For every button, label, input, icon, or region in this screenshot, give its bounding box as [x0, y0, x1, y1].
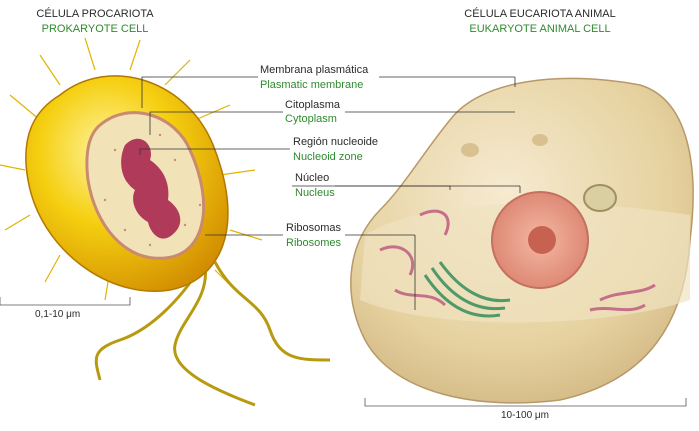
- label-cytoplasm-en: Cytoplasm: [285, 113, 337, 125]
- nucleolus: [528, 226, 556, 254]
- label-membrane-en: Plasmatic membrane: [260, 79, 364, 91]
- endoplasmic-reticulum: [379, 209, 656, 312]
- prokaryote-title: CÉLULA PROCARIOTA: [36, 8, 154, 20]
- scale-bars: [0, 297, 687, 407]
- flagella: [94, 261, 331, 407]
- prokaryote-scale: 0,1-10 μm: [35, 309, 81, 320]
- label-nucleus-es: Núcleo: [295, 172, 330, 184]
- prokaryote-subtitle: PROKARYOTE CELL: [41, 23, 149, 35]
- mitochondrion: [583, 184, 617, 212]
- eukaryote-title: CÉLULA EUCARIOTA ANIMAL: [464, 8, 616, 20]
- label-membrane-es: Membrana plasmática: [260, 64, 369, 76]
- label-nucleus-en: Nucleus: [295, 187, 335, 199]
- label-nucleoid-en: Nucleoid zone: [293, 151, 363, 163]
- eukaryote-subtitle: EUKARYOTE ANIMAL CELL: [469, 23, 611, 35]
- leader-lines: [139, 76, 521, 310]
- label-ribosomes-es: Ribosomas: [286, 222, 342, 234]
- vesicle: [461, 143, 479, 157]
- eukaryote-scale: 10-100 μm: [500, 410, 550, 421]
- vesicle: [532, 134, 548, 146]
- prokaryote-illustration: [0, 37, 331, 407]
- nucleoid: [121, 138, 181, 239]
- prokaryote-ribosomes: [103, 133, 202, 257]
- golgi: [423, 261, 511, 318]
- eukaryote-illustration: [350, 77, 694, 404]
- label-nucleoid-es: Región nucleoide: [293, 136, 379, 148]
- label-cytoplasm-es: Citoplasma: [285, 99, 341, 111]
- label-ribosomes-en: Ribosomes: [286, 237, 342, 249]
